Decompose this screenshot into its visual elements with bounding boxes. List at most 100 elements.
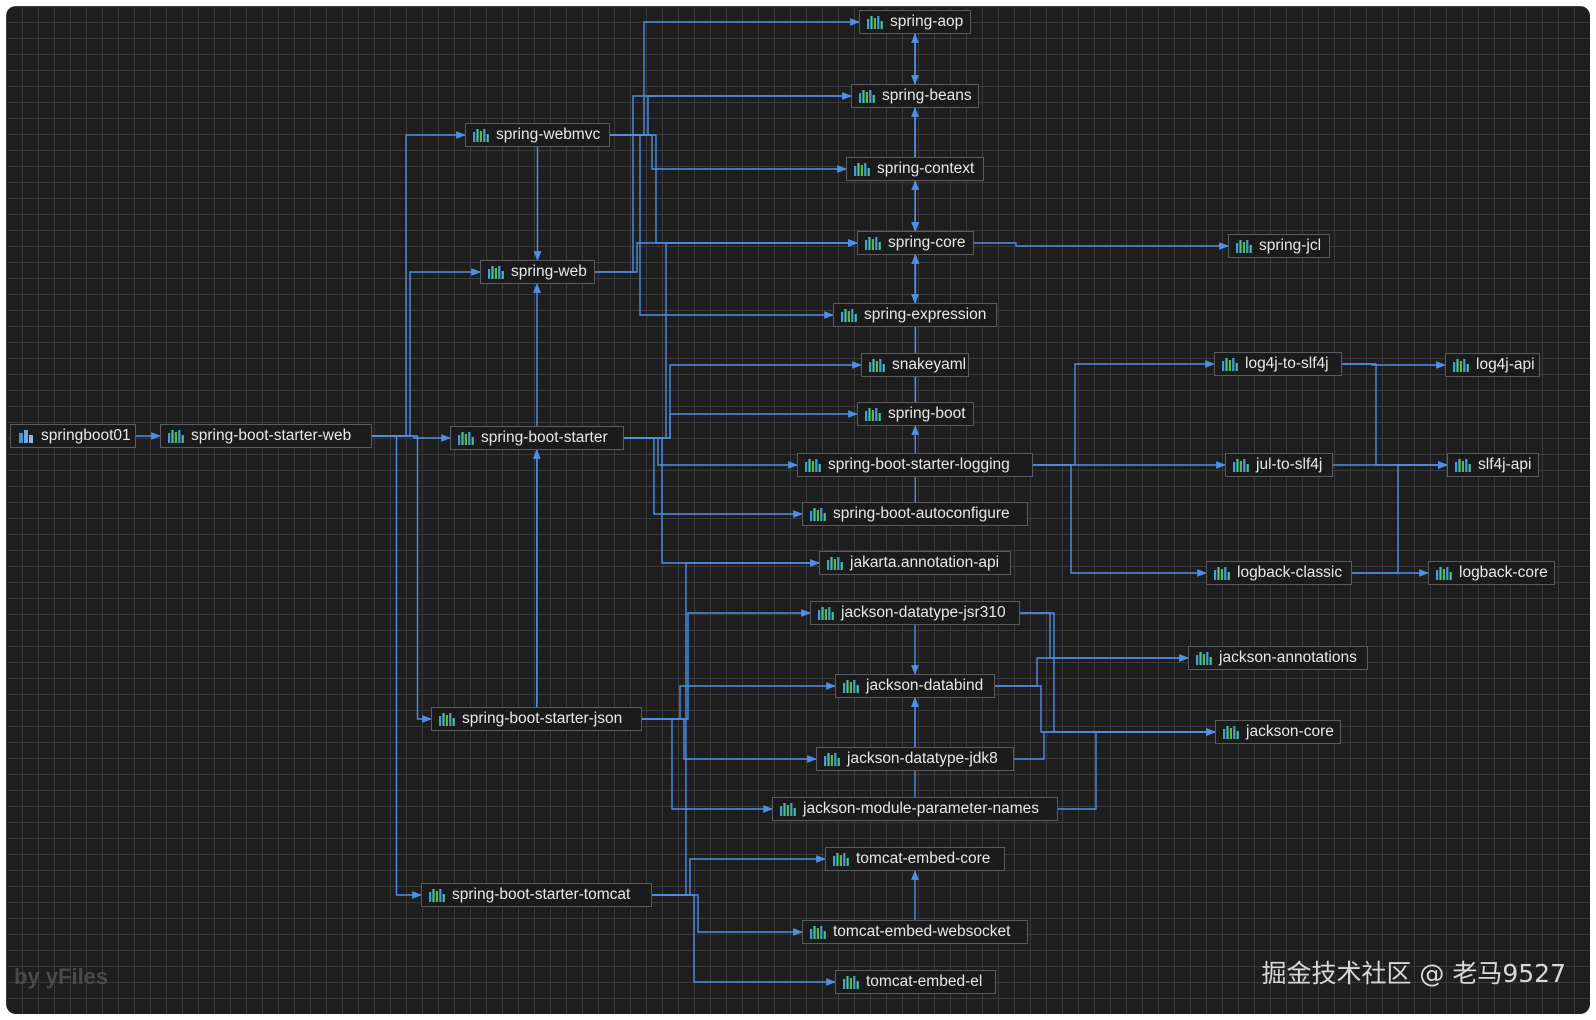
node-label: spring-boot-starter-logging [828, 456, 1010, 473]
library-icon [1221, 357, 1239, 371]
library-icon [823, 752, 841, 766]
dependency-edge [1020, 612, 1216, 736]
dependency-edge [642, 718, 817, 763]
dependency-edge [995, 685, 1216, 736]
node-spring-core[interactable]: spring-core [857, 231, 974, 255]
dependency-edge [624, 361, 862, 439]
library-icon [826, 556, 844, 570]
node-spring-boot-starter-tomcat[interactable]: spring-boot-starter-tomcat [421, 883, 652, 907]
dependency-edge [624, 437, 803, 518]
library-icon [1222, 725, 1240, 739]
node-label: tomcat-embed-core [856, 850, 991, 867]
dependency-edge [624, 239, 858, 439]
node-spring-expression[interactable]: spring-expression [833, 303, 997, 327]
node-label: snakeyaml [892, 356, 967, 373]
node-jackson-core[interactable]: jackson-core [1215, 720, 1341, 744]
node-label: spring-aop [890, 13, 964, 30]
node-label: jakarta.annotation-api [850, 554, 1000, 571]
dependency-edge [1033, 464, 1207, 577]
library-icon [167, 429, 185, 443]
node-label: slf4j-api [1478, 456, 1532, 473]
library-icon [832, 852, 850, 866]
node-tomcat-embed-websocket[interactable]: tomcat-embed-websocket [802, 920, 1028, 944]
node-label: tomcat-embed-el [866, 973, 983, 990]
yfiles-watermark: by yFiles [14, 964, 109, 989]
library-icon [457, 431, 475, 445]
node-jakarta-annotation-api[interactable]: jakarta.annotation-api [819, 551, 1011, 575]
node-jackson-datatype-jdk8[interactable]: jackson-datatype-jdk8 [816, 747, 1014, 771]
library-icon [853, 162, 871, 176]
node-label: logback-core [1459, 564, 1548, 581]
library-icon [842, 975, 860, 989]
node-label: tomcat-embed-websocket [833, 923, 1011, 940]
library-icon [438, 712, 456, 726]
node-jackson-annotations[interactable]: jackson-annotations [1188, 646, 1368, 670]
dependency-edge [642, 718, 773, 813]
dependency-graph-canvas[interactable]: springboot01 spring-boot-starter-web spr… [6, 6, 1590, 1014]
node-spring-boot-starter-logging[interactable]: spring-boot-starter-logging [797, 453, 1033, 477]
dependency-edge [1342, 363, 1448, 469]
node-tomcat-embed-core[interactable]: tomcat-embed-core [825, 847, 1005, 871]
library-icon [804, 458, 822, 472]
dependency-edge [1058, 728, 1216, 810]
dependency-edge [372, 268, 481, 437]
node-spring-boot-starter[interactable]: spring-boot-starter [450, 426, 624, 450]
node-log4j-to-slf4j[interactable]: log4j-to-slf4j [1214, 352, 1342, 376]
node-logback-classic[interactable]: logback-classic [1206, 561, 1352, 585]
library-icon [817, 606, 835, 620]
node-spring-context[interactable]: spring-context [846, 157, 984, 181]
dependency-edge [610, 134, 847, 173]
module-icon [17, 429, 35, 443]
node-spring-jcl[interactable]: spring-jcl [1228, 234, 1330, 258]
node-label: springboot01 [41, 427, 131, 444]
library-icon [809, 925, 827, 939]
node-snakeyaml[interactable]: snakeyaml [861, 353, 969, 377]
node-spring-boot-starter-web[interactable]: spring-boot-starter-web [160, 424, 372, 448]
library-icon [1235, 239, 1253, 253]
library-icon [1454, 458, 1472, 472]
node-label: spring-boot-starter-json [462, 710, 623, 727]
dependency-edge [624, 410, 858, 439]
library-icon [864, 236, 882, 250]
node-label: spring-boot-starter-tomcat [452, 886, 631, 903]
node-spring-webmvc[interactable]: spring-webmvc [465, 123, 610, 147]
dependency-edge [652, 855, 826, 896]
library-icon [1452, 358, 1470, 372]
library-icon [858, 89, 876, 103]
dependency-edge [1352, 461, 1448, 574]
library-icon [842, 679, 860, 693]
node-label: spring-beans [882, 87, 972, 104]
node-label: spring-boot-autoconfigure [833, 505, 1010, 522]
node-slf4j-api[interactable]: slf4j-api [1447, 453, 1539, 477]
library-icon [1232, 458, 1250, 472]
node-jackson-databind[interactable]: jackson-databind [835, 674, 995, 698]
node-logback-core[interactable]: logback-core [1428, 561, 1555, 585]
library-icon [866, 15, 884, 29]
library-icon [487, 265, 505, 279]
dependency-edge [610, 134, 858, 247]
node-spring-aop[interactable]: spring-aop [859, 10, 971, 34]
node-log4j-api[interactable]: log4j-api [1445, 353, 1540, 377]
node-spring-web[interactable]: spring-web [480, 260, 595, 284]
node-spring-boot-starter-json[interactable]: spring-boot-starter-json [431, 707, 642, 731]
dependency-edge [624, 437, 798, 469]
node-label: jul-to-slf4j [1256, 456, 1323, 473]
node-spring-boot-autoconfigure[interactable]: spring-boot-autoconfigure [802, 502, 1028, 526]
node-label: log4j-to-slf4j [1245, 355, 1329, 372]
node-label: spring-jcl [1259, 237, 1322, 254]
dependency-edge [642, 609, 811, 720]
library-icon [1195, 651, 1213, 665]
node-springboot01[interactable]: springboot01 [10, 424, 136, 448]
dependency-edge [642, 682, 836, 720]
node-jackson-datatype-jsr310[interactable]: jackson-datatype-jsr310 [810, 601, 1020, 625]
node-spring-boot[interactable]: spring-boot [857, 402, 974, 426]
library-icon [809, 507, 827, 521]
node-jackson-module-parameter-names[interactable]: jackson-module-parameter-names [772, 797, 1058, 821]
node-jul-to-slf4j[interactable]: jul-to-slf4j [1225, 453, 1333, 477]
library-icon [868, 358, 886, 372]
node-label: jackson-databind [866, 677, 984, 694]
library-icon [1213, 566, 1231, 580]
node-tomcat-embed-el[interactable]: tomcat-embed-el [835, 970, 996, 994]
library-icon [779, 802, 797, 816]
node-spring-beans[interactable]: spring-beans [851, 84, 979, 108]
